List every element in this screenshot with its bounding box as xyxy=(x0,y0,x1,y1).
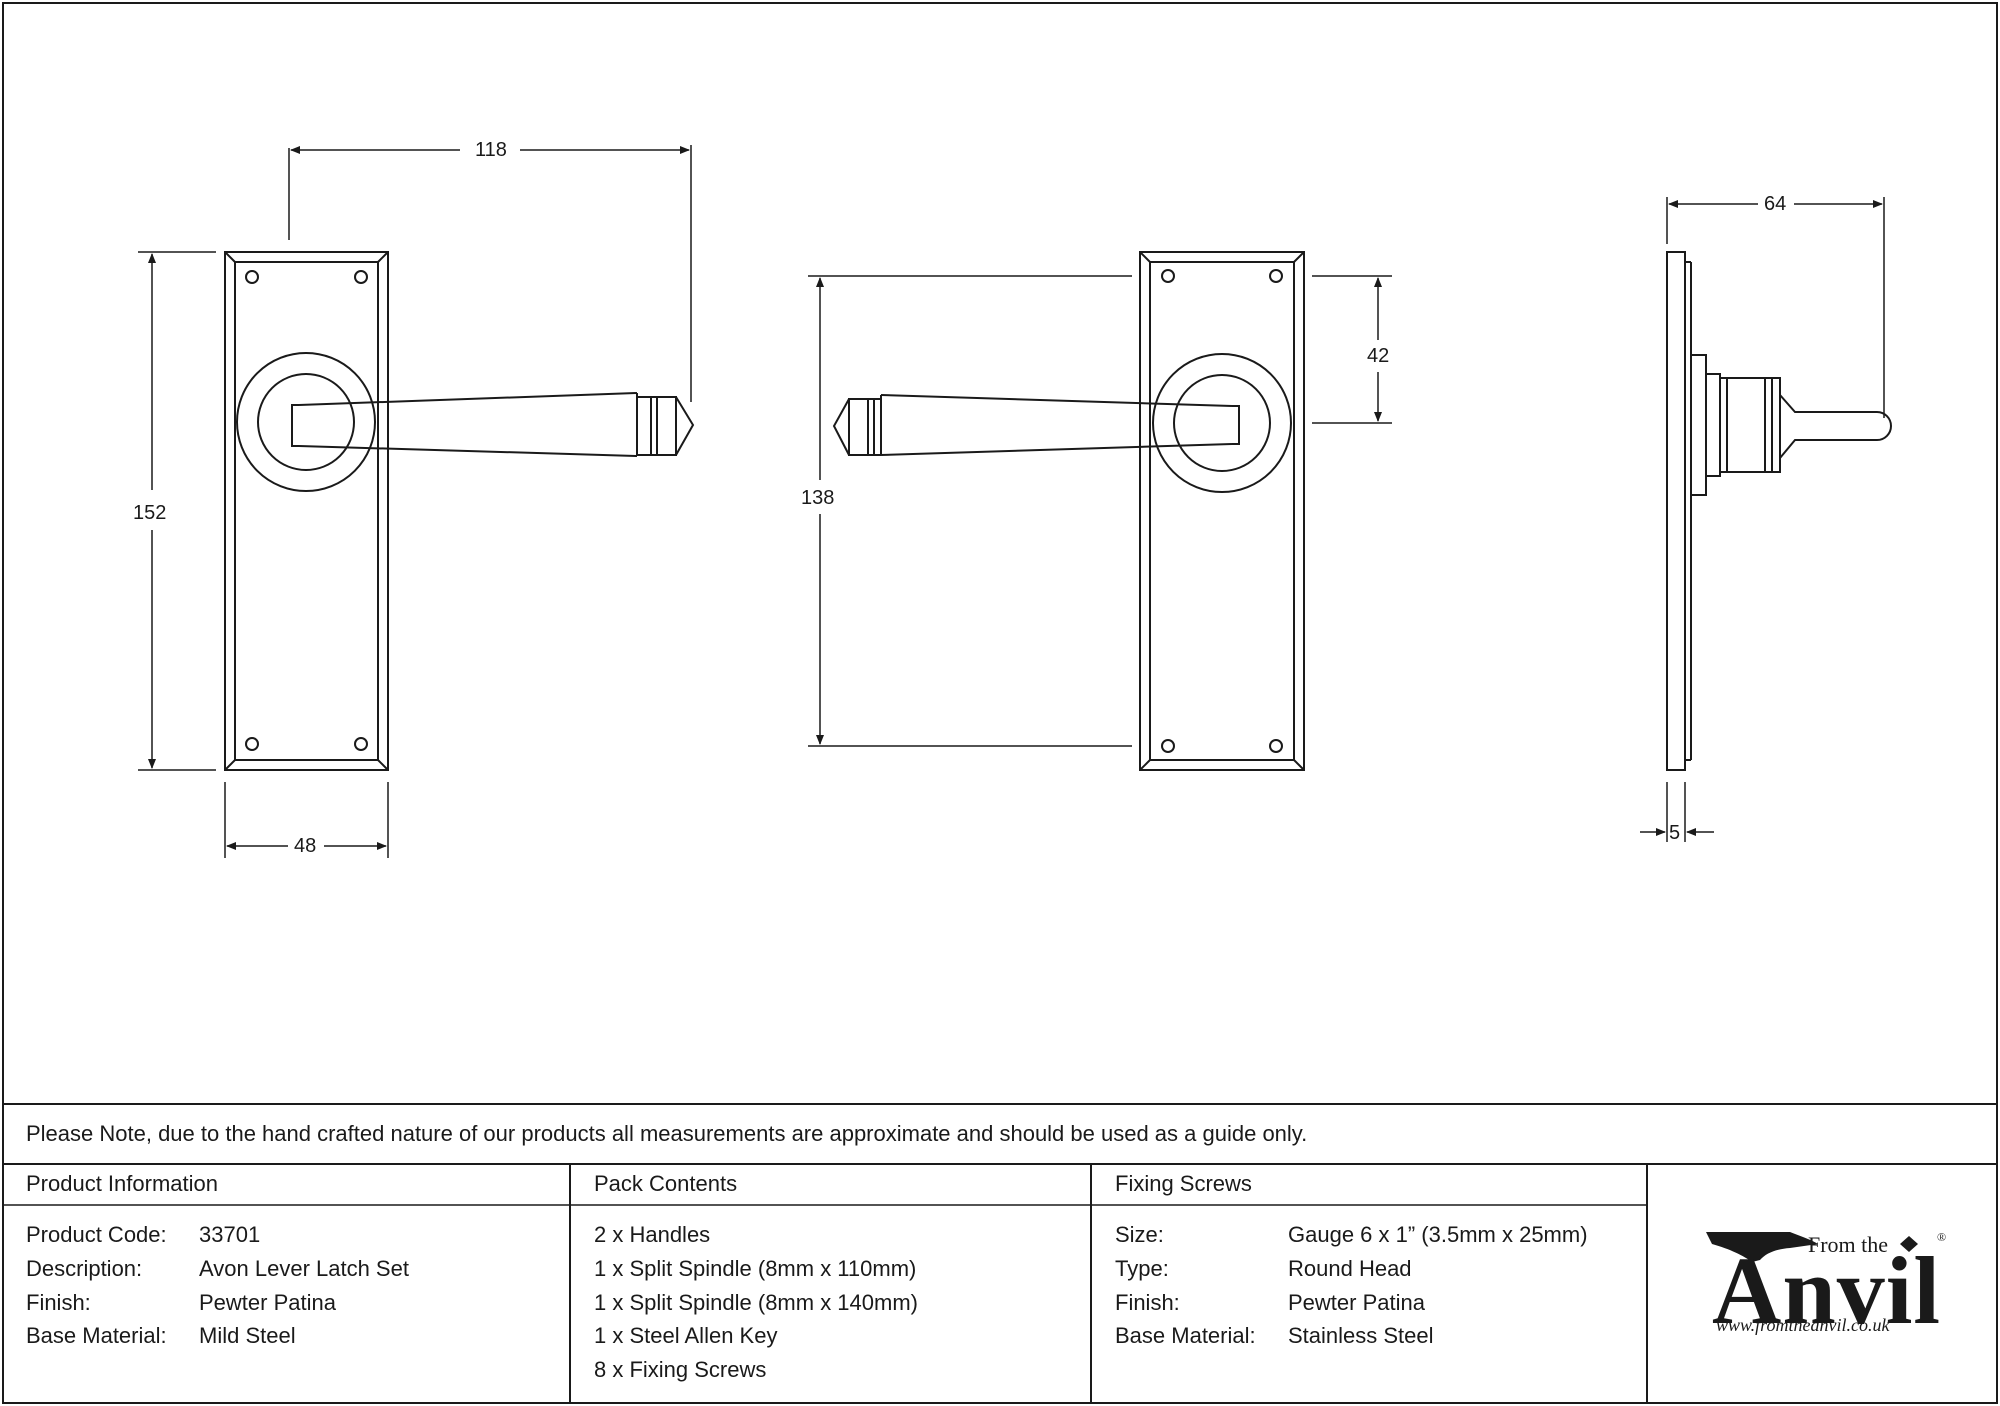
pack-item: 1 x Split Spindle (8mm x 110mm) xyxy=(594,1256,917,1281)
screw-material-value: Stainless Steel xyxy=(1288,1323,1434,1348)
front-dimensions xyxy=(138,145,692,858)
screw-size-label: Size: xyxy=(1115,1222,1164,1247)
finish-label: Finish: xyxy=(26,1290,91,1315)
dim-5: 5 xyxy=(1669,822,1681,844)
product-info-header: Product Information xyxy=(26,1171,218,1196)
front-view xyxy=(224,251,695,771)
pack-contents-header: Pack Contents xyxy=(594,1171,738,1196)
screw-material-label: Base Material: xyxy=(1115,1323,1256,1348)
dim-42: 42 xyxy=(1367,345,1390,367)
dim-64: 64 xyxy=(1764,193,1787,215)
logo-registered: ® xyxy=(1937,1230,1947,1244)
base-material-value: Mild Steel xyxy=(199,1323,296,1348)
description-value: Avon Lever Latch Set xyxy=(199,1256,409,1281)
screw-type-value: Round Head xyxy=(1288,1256,1412,1281)
dim-152: 152 xyxy=(133,502,167,524)
finish-value: Pewter Patina xyxy=(199,1290,336,1315)
screw-size-value: Gauge 6 x 1” (3.5mm x 25mm) xyxy=(1288,1222,1588,1247)
logo-url: www.fromtheanvil.co.uk xyxy=(1716,1315,1890,1335)
screw-finish-value: Pewter Patina xyxy=(1288,1290,1425,1315)
logo-anvil: Anvil xyxy=(1712,1237,1942,1344)
description-label: Description: xyxy=(26,1256,143,1281)
pack-item: 1 x Split Spindle (8mm x 140mm) xyxy=(594,1290,918,1315)
back-view xyxy=(832,251,1305,771)
dim-138: 138 xyxy=(801,487,835,509)
logo-from-the: From the xyxy=(1808,1232,1889,1257)
dim-48: 48 xyxy=(294,835,317,857)
product-code-value: 33701 xyxy=(199,1222,261,1247)
measurement-note: Please Note, due to the hand crafted nat… xyxy=(26,1121,1308,1146)
screw-finish-label: Finish: xyxy=(1115,1290,1180,1315)
dim-118: 118 xyxy=(475,139,507,161)
screw-type-label: Type: xyxy=(1115,1256,1169,1281)
side-view xyxy=(1666,251,1892,771)
pack-item: 2 x Handles xyxy=(594,1222,711,1247)
pack-item: 8 x Fixing Screws xyxy=(594,1357,767,1382)
base-material-label: Base Material: xyxy=(26,1323,167,1348)
back-dimensions xyxy=(808,275,1392,747)
side-dimensions xyxy=(1640,197,1885,842)
fixing-screws-header: Fixing Screws xyxy=(1115,1171,1252,1196)
product-code-label: Product Code: xyxy=(26,1222,167,1247)
anvil-logo-graphic xyxy=(1706,1232,1918,1262)
pack-item: 1 x Steel Allen Key xyxy=(594,1323,778,1348)
